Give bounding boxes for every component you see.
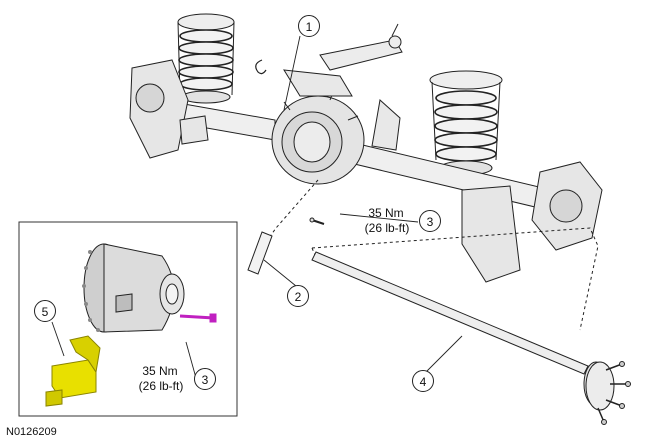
- document-id: N0126209: [6, 426, 57, 438]
- axle-shaft: [311, 251, 631, 425]
- callout-5: 5: [34, 300, 56, 322]
- upper-bracket: [319, 23, 403, 71]
- lock-bolt-top: [309, 217, 325, 225]
- right-coil-spring: [429, 70, 503, 176]
- c-clip: [255, 59, 267, 75]
- torque-inset-nm: 35 Nm: [142, 364, 178, 378]
- pinion-shaft-pin: [247, 231, 273, 275]
- torque-top-nm: 35 Nm: [368, 206, 404, 220]
- callout-3-inset: 3: [194, 368, 216, 390]
- lock-pin-block-highlighted: [45, 335, 101, 407]
- differential-case-inset: [82, 243, 185, 333]
- left-knuckle: [129, 59, 209, 159]
- torque-top-lbft: (26 lb-ft): [364, 221, 410, 235]
- right-knuckle: [461, 161, 603, 283]
- callout-1: 1: [298, 15, 320, 37]
- torque-inset-lbft: (26 lb-ft): [138, 379, 184, 393]
- callout-3-top: 3: [419, 210, 441, 232]
- lock-bolt-highlighted: [179, 313, 217, 323]
- left-coil-spring: [177, 13, 235, 104]
- callout-2: 2: [287, 285, 309, 307]
- callout-4: 4: [412, 370, 434, 392]
- differential-housing: [271, 69, 401, 185]
